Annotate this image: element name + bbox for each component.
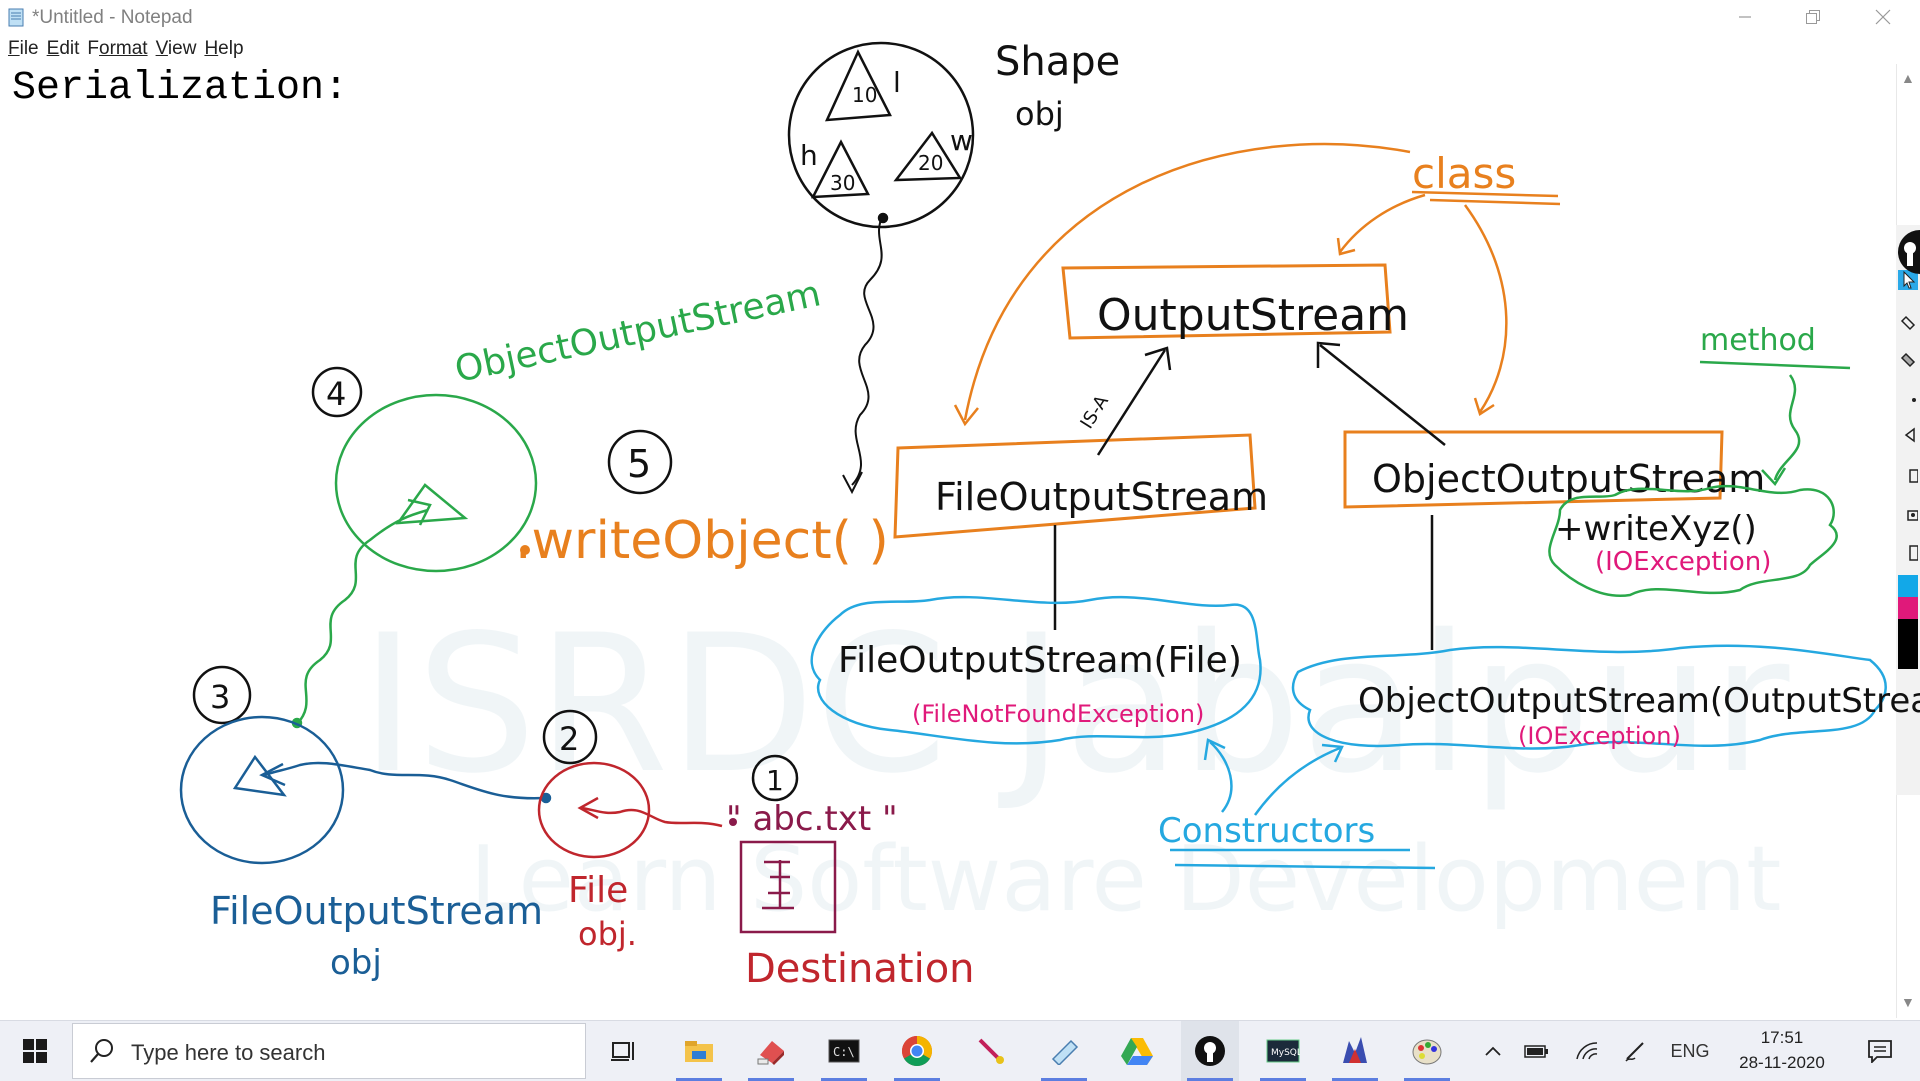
minimize-icon (1739, 16, 1751, 18)
notification-icon (1868, 1040, 1892, 1063)
title-bar: *Untitled - Notepad (0, 0, 1920, 34)
search-placeholder: Type here to search (131, 1040, 326, 1065)
restore-icon (1806, 10, 1820, 24)
terminal-icon: C:\ (828, 1039, 860, 1063)
restore-button[interactable] (1778, 0, 1848, 34)
action-center-button[interactable] (1855, 1021, 1905, 1081)
scroll-down-icon[interactable]: ▼ (1901, 994, 1915, 1010)
folder-icon (685, 1041, 713, 1062)
windows-icon (23, 1039, 47, 1063)
clock-time: 17:51 (1760, 1028, 1804, 1047)
taskbar-annotation-app[interactable] (1181, 1021, 1239, 1081)
task-view-icon (611, 1042, 634, 1061)
minimize-button[interactable] (1710, 0, 1780, 34)
editor-content[interactable]: Serialization: (12, 66, 349, 111)
tray-overflow-button[interactable] (1478, 1021, 1508, 1081)
mysql-icon: MySQL (1266, 1039, 1300, 1063)
menu-edit[interactable]: Edit (46, 38, 80, 59)
eraser-icon (757, 1041, 784, 1065)
undo-icon[interactable] (1898, 425, 1918, 445)
camera-icon[interactable] (1898, 505, 1918, 525)
chrome-icon (901, 1036, 933, 1067)
notes-icon[interactable] (1898, 543, 1918, 563)
taskbar: Type here to search C:\ MySQL (0, 1020, 1920, 1081)
clock-date: 28-11-2020 (1739, 1053, 1825, 1072)
taskbar-mysql[interactable]: MySQL (1254, 1021, 1312, 1081)
dragon-icon (1343, 1037, 1367, 1063)
dot-icon[interactable] (1898, 390, 1918, 410)
chevron-up-icon (1485, 1046, 1501, 1056)
annotation-app-icon[interactable] (1893, 228, 1920, 276)
taskbar-search-box[interactable]: Type here to search (72, 1023, 586, 1079)
search-icon (90, 1039, 113, 1063)
notepad-icon (1051, 1039, 1079, 1065)
taskbar-game-app[interactable] (1326, 1021, 1384, 1081)
menu-file[interactable]: File (8, 38, 39, 59)
task-view-button[interactable] (594, 1021, 652, 1081)
taskbar-file-explorer[interactable] (670, 1021, 728, 1081)
pen-icon[interactable] (1898, 313, 1918, 333)
wifi-icon (1576, 1042, 1598, 1060)
pointer-icon[interactable] (1898, 270, 1918, 290)
tray-battery[interactable] (1522, 1021, 1552, 1081)
color-magenta-swatch[interactable] (1898, 597, 1918, 619)
annotation-app-taskbar-icon (1195, 1036, 1225, 1066)
tray-pen[interactable] (1620, 1021, 1650, 1081)
color-black-swatch[interactable] (1898, 619, 1918, 669)
notepad-icon (8, 8, 24, 27)
tray-wifi[interactable] (1572, 1021, 1602, 1081)
menu-view[interactable]: View (155, 38, 197, 59)
menu-help[interactable]: Help (204, 38, 244, 59)
taskbar-terminal[interactable]: C:\ (815, 1021, 873, 1081)
taskbar-google-drive[interactable] (1108, 1021, 1166, 1081)
menu-bar: File Edit Format View Help (0, 36, 250, 62)
taskbar-notepad[interactable] (1035, 1021, 1093, 1081)
svg-text:C:\: C:\ (833, 1045, 855, 1059)
start-button[interactable] (0, 1021, 70, 1081)
close-icon (1875, 9, 1891, 25)
taskbar-pen-app[interactable] (962, 1021, 1020, 1081)
scroll-up-icon[interactable]: ▲ (1901, 70, 1915, 86)
taskbar-eraser-app[interactable] (742, 1021, 800, 1081)
annotation-toolbar (1896, 225, 1920, 795)
highlighter-icon[interactable] (1898, 350, 1918, 370)
palette-icon (1412, 1039, 1442, 1065)
tray-language[interactable]: ENG (1670, 1040, 1710, 1061)
google-drive-icon (1121, 1038, 1153, 1065)
pen-tool-icon (978, 1038, 1004, 1064)
pen-tray-icon (1625, 1042, 1644, 1062)
trash-icon[interactable] (1898, 465, 1918, 485)
battery-icon (1524, 1045, 1548, 1058)
taskbar-chrome[interactable] (888, 1021, 946, 1081)
text-editor[interactable] (0, 64, 1896, 1018)
menu-format[interactable]: Format (87, 38, 148, 59)
taskbar-paint[interactable] (1398, 1021, 1456, 1081)
close-button[interactable] (1848, 0, 1918, 34)
color-cyan-swatch[interactable] (1898, 575, 1918, 597)
tray-clock[interactable]: 17:51 28-11-2020 (1722, 1025, 1842, 1075)
svg-text:MySQL: MySQL (1271, 1048, 1300, 1058)
window-title: *Untitled - Notepad (32, 7, 193, 28)
